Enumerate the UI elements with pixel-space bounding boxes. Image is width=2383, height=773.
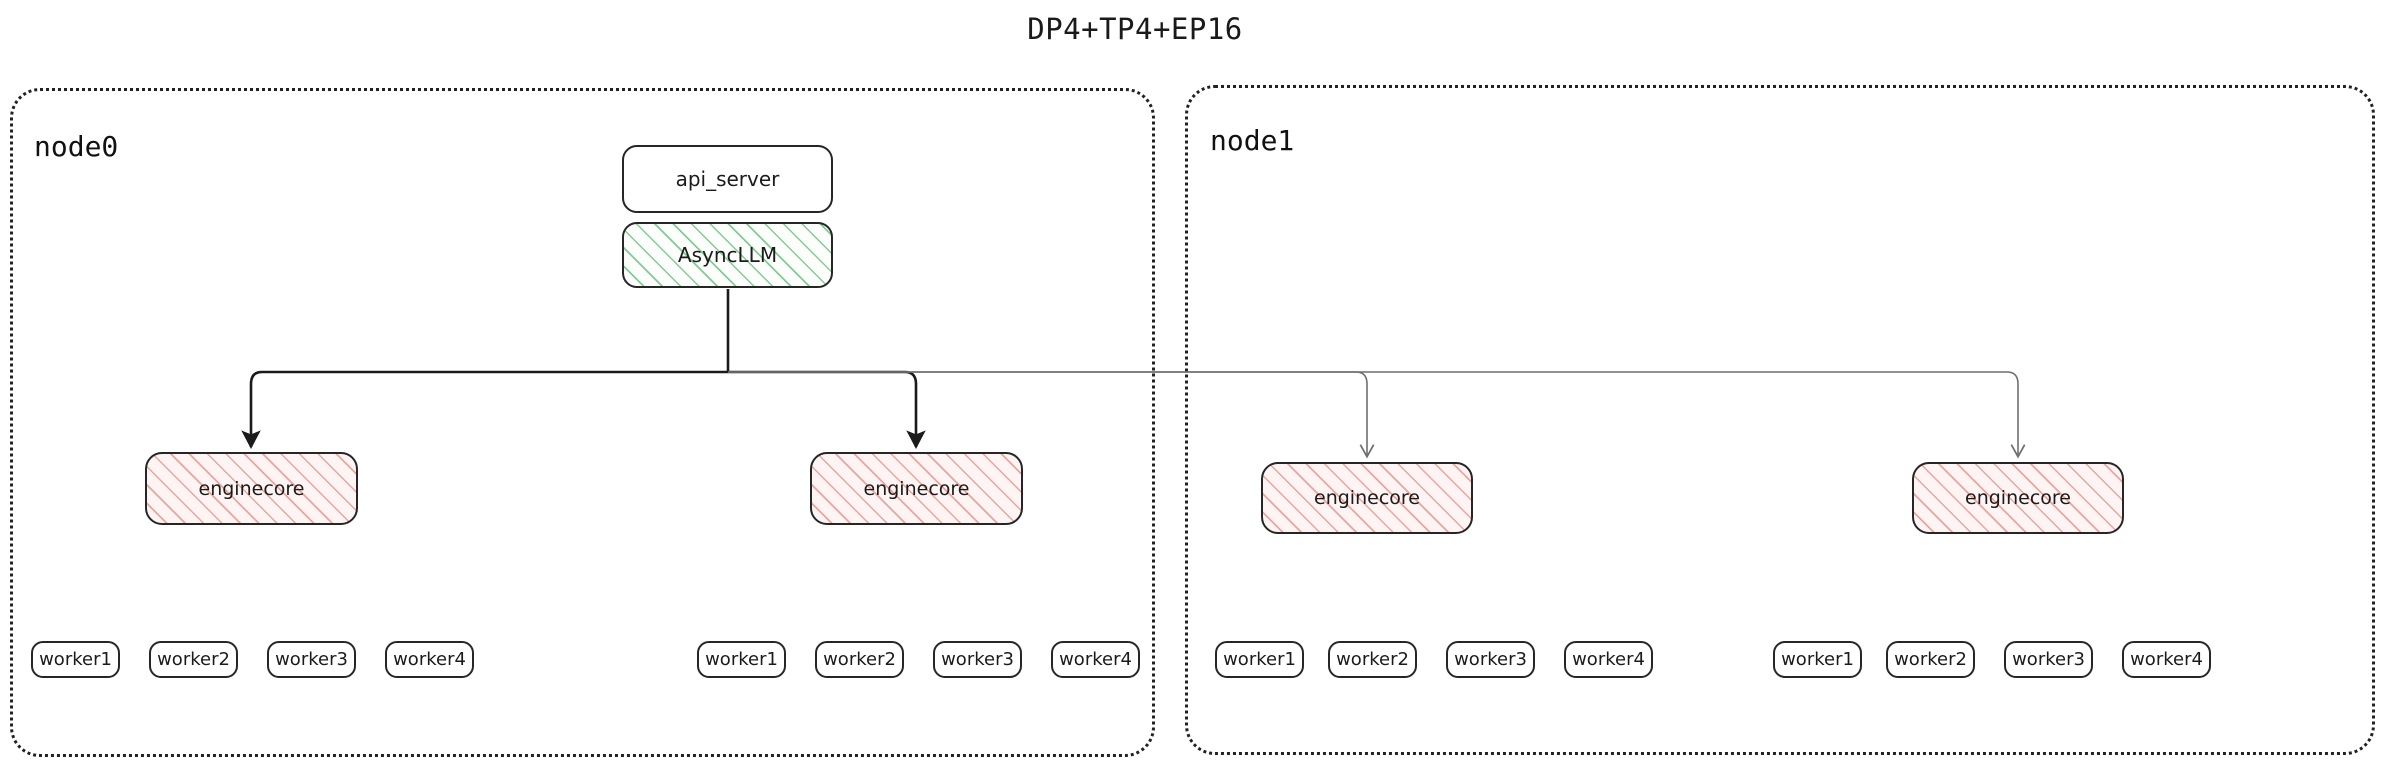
async-llm-label: AsyncLLM (677, 243, 778, 267)
api-server-box[interactable]: api_server (622, 145, 833, 213)
worker-box[interactable]: worker3 (267, 641, 356, 678)
page-title: DP4+TP4+EP16 (1027, 12, 1243, 46)
worker-box[interactable]: worker2 (815, 641, 904, 678)
worker-label: worker4 (2130, 649, 2203, 670)
worker-label: worker3 (941, 649, 1014, 670)
worker-label: worker2 (1336, 649, 1409, 670)
worker-box[interactable]: worker3 (2004, 641, 2093, 678)
worker-box[interactable]: worker4 (2122, 641, 2211, 678)
worker-label: worker3 (2012, 649, 2085, 670)
worker-label: worker3 (1454, 649, 1527, 670)
worker-box[interactable]: worker4 (385, 641, 474, 678)
enginecore-label: enginecore (1314, 487, 1420, 509)
worker-label: worker4 (393, 649, 466, 670)
node-label-node1: node1 (1210, 124, 1295, 157)
async-llm-box[interactable]: AsyncLLM (622, 222, 833, 288)
worker-label: worker2 (157, 649, 230, 670)
enginecore-box-node0-2[interactable]: enginecore (810, 452, 1023, 525)
worker-label: worker4 (1059, 649, 1132, 670)
enginecore-box-node1-2[interactable]: enginecore (1912, 462, 2124, 534)
enginecore-label: enginecore (1965, 487, 2071, 509)
worker-label: worker1 (1781, 649, 1854, 670)
worker-label: worker1 (1223, 649, 1296, 670)
worker-box[interactable]: worker2 (149, 641, 238, 678)
worker-label: worker3 (275, 649, 348, 670)
enginecore-box-node1-1[interactable]: enginecore (1261, 462, 1473, 534)
worker-label: worker4 (1572, 649, 1645, 670)
worker-box[interactable]: worker1 (697, 641, 786, 678)
worker-box[interactable]: worker1 (1215, 641, 1304, 678)
worker-box[interactable]: worker3 (933, 641, 1022, 678)
node-label-node0: node0 (34, 130, 119, 163)
worker-label: worker2 (823, 649, 896, 670)
worker-label: worker2 (1894, 649, 1967, 670)
enginecore-label: enginecore (863, 477, 970, 500)
enginecore-label: enginecore (198, 477, 305, 500)
api-server-label: api_server (675, 167, 780, 191)
worker-box[interactable]: worker3 (1446, 641, 1535, 678)
enginecore-box-node0-1[interactable]: enginecore (145, 452, 358, 525)
worker-box[interactable]: worker4 (1564, 641, 1653, 678)
worker-box[interactable]: worker1 (31, 641, 120, 678)
worker-box[interactable]: worker4 (1051, 641, 1140, 678)
worker-label: worker1 (705, 649, 778, 670)
worker-label: worker1 (39, 649, 112, 670)
worker-box[interactable]: worker2 (1328, 641, 1417, 678)
worker-box[interactable]: worker1 (1773, 641, 1862, 678)
worker-box[interactable]: worker2 (1886, 641, 1975, 678)
